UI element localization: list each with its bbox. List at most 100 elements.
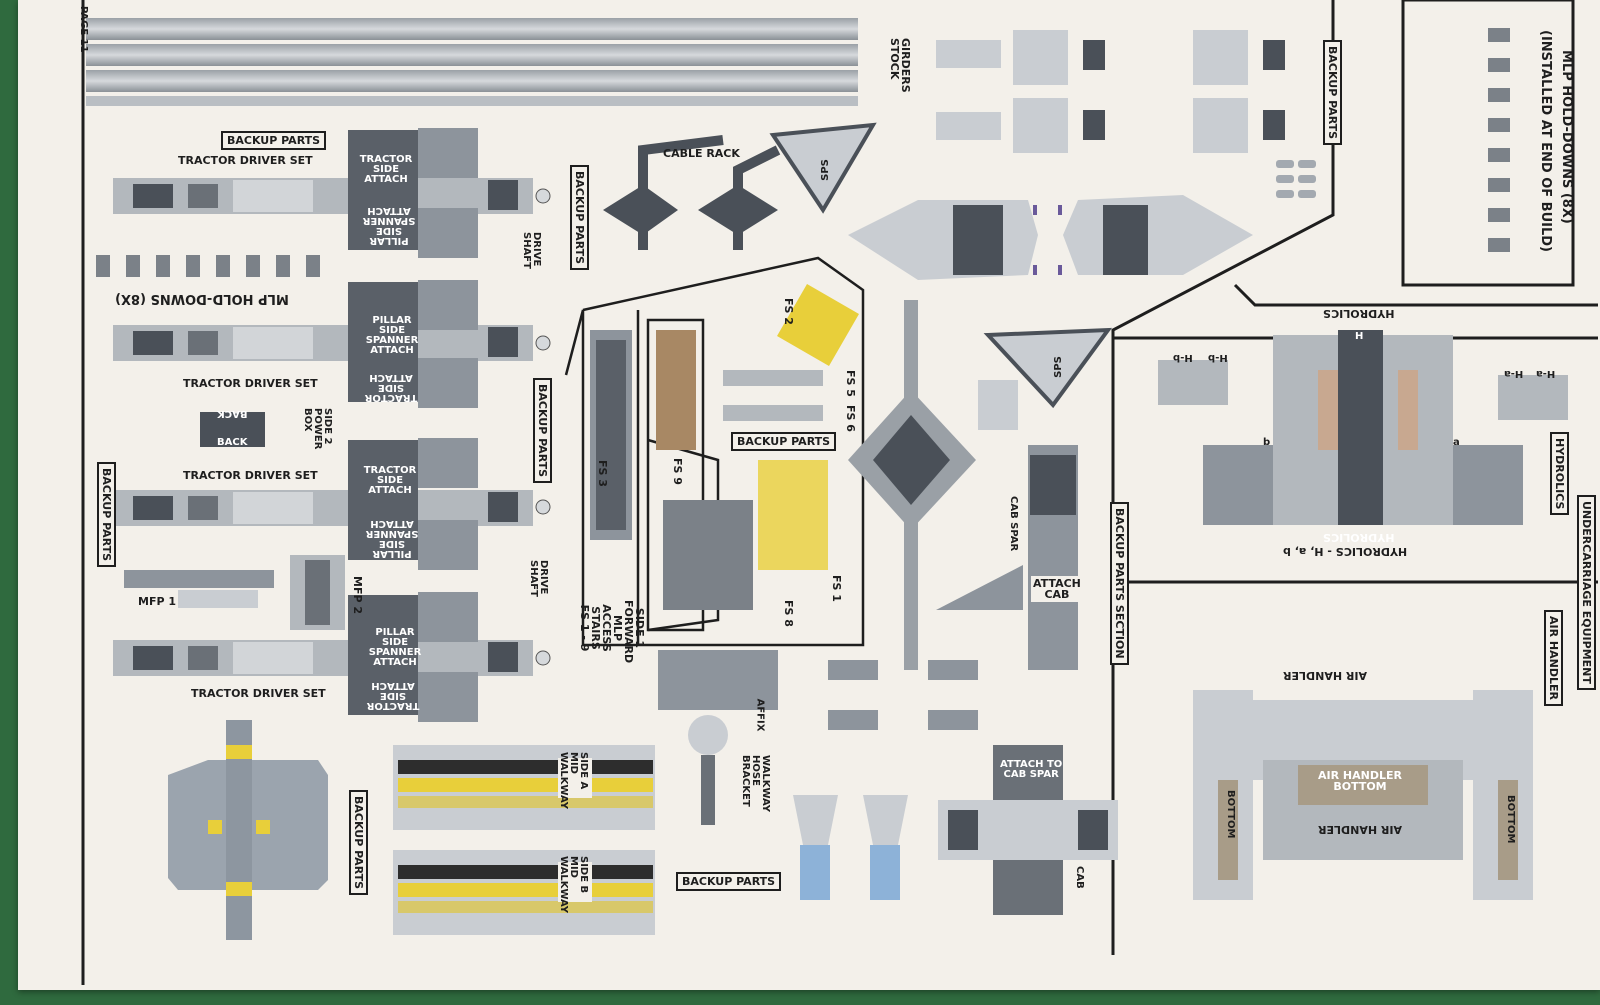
backup-parts-label-1: BACKUP PARTS <box>221 131 327 150</box>
fs5-label: FS 5 <box>844 370 857 397</box>
parts-sheet: PAGE 11 BACKUP PARTS TRACTOR DRIVER SET … <box>18 0 1600 990</box>
tractor-row-1 <box>113 128 551 258</box>
attach-cab-label: ATTACH CAB <box>1031 576 1083 602</box>
hydrolics-title-top: HYDROLICS <box>1323 307 1395 320</box>
hydrolics-ha-1: H-a <box>1504 368 1524 379</box>
power-box-back-1: BACK <box>217 408 248 419</box>
power-box-back-2: BACK <box>217 437 248 448</box>
tractor-side-attach-1: TRACTOR SIDE ATTACH <box>359 154 413 185</box>
tractor-side-attach-3: TRACTOR SIDE ATTACH <box>363 465 417 496</box>
tractor-driver-set-label-1: TRACTOR DRIVER SET <box>178 154 313 167</box>
air-handler-bottom-label: AIR HANDLER BOTTOM <box>1318 770 1402 792</box>
cab-label: CAB <box>1074 866 1085 889</box>
backup-parts-section-title: BACKUP PARTS SECTION <box>1110 502 1129 665</box>
bottom-label-right: BOTTOM <box>1505 795 1516 844</box>
cab-spar-art <box>936 380 1078 670</box>
cab-art <box>938 745 1118 915</box>
tractor-side-attach-4: TRACTOR SIDE ATTACH <box>366 680 420 711</box>
pillar-spanner-4: PILLAR SIDE SPANNER ATTACH <box>368 627 422 668</box>
bottom-label-left: BOTTOM <box>1225 790 1236 839</box>
stairs-title: SIDE 1 FORWARD MLP ACCESS STAIRS FS 1 - … <box>578 600 646 663</box>
tractor-driver-set-label-4: TRACTOR DRIVER SET <box>191 687 326 700</box>
tractor-driver-set-label-2: TRACTOR DRIVER SET <box>183 377 318 390</box>
air-handler-art <box>1193 690 1533 900</box>
pillar-spanner-2: PILLAR SIDE SPANNER ATTACH <box>365 315 419 356</box>
girders-stock-art <box>936 30 1285 153</box>
girder-rails <box>86 18 858 106</box>
sps-label-2: SPS <box>1052 356 1064 378</box>
backup-parts-label-8: BACKUP PARTS <box>1323 40 1342 146</box>
backup-parts-label-3: BACKUP PARTS <box>533 378 552 484</box>
air-handler-bottom-line2: BOTTOM <box>1333 780 1387 793</box>
air-handler-lower: AIR HANDLER <box>1318 823 1402 836</box>
backup-parts-label-4: BACKUP PARTS <box>97 462 116 568</box>
air-handler-top: AIR HANDLER <box>1283 669 1367 682</box>
power-box-label: SIDE 2 POWER BOX <box>302 408 333 450</box>
wing-art <box>848 195 1253 280</box>
hose-bracket-art <box>658 650 778 825</box>
pillar-spanner-1: PILLAR SIDE SPANNER ATTACH <box>362 205 416 246</box>
mfp-2-label: MFP 2 <box>351 576 364 615</box>
page-number: PAGE 11 <box>78 6 89 53</box>
walkway-art <box>393 745 655 935</box>
attach-cab-line1: ATTACH <box>1033 577 1081 590</box>
affix-label: AFFIX <box>754 698 766 732</box>
hydrolics-title-mid: HYDROLICS <box>1323 531 1395 544</box>
diamond-art <box>848 300 976 670</box>
hold-downs-title-1: MLP HOLD-DOWNS (8X) <box>1559 50 1574 224</box>
fs8-label: FS 8 <box>782 600 795 627</box>
tractor-row-3 <box>113 438 551 570</box>
attach-to-cab-spar-line2: CAB SPAR <box>1003 769 1059 780</box>
hold-downs-title-2: (INSTALLED AT END OF BUILD) <box>1538 30 1553 253</box>
tractor-sets <box>113 128 551 722</box>
fs6-label: FS 6 <box>844 405 857 432</box>
backup-parts-label-7: BACKUP PARTS <box>731 432 837 451</box>
backup-parts-label-6: BACKUP PARTS <box>676 872 782 891</box>
walkway-hose-bracket: WALKWAY HOSE BRACKET <box>740 755 771 813</box>
hydrolics-h: H <box>1355 331 1364 342</box>
drive-shaft-2: DRIVE SHAFT <box>528 560 549 597</box>
cable-rack-art <box>603 135 781 250</box>
mfp-1-label: MFP 1 <box>138 595 177 608</box>
walkway-side-a: SIDE A MID WALKWAY <box>558 752 589 810</box>
hydrolics-hb-1: H-b <box>1173 352 1193 363</box>
cable-rack-label: CABLE RACK <box>663 147 740 160</box>
sps-art <box>769 122 1113 409</box>
attach-to-cab-spar-label: ATTACH TO CAB SPAR <box>1000 760 1062 780</box>
tractor-driver-set-label-3: TRACTOR DRIVER SET <box>183 469 318 482</box>
hydrolics-title-side: HYDROLICS <box>1550 432 1569 516</box>
sps-label-1: SPS <box>819 159 831 181</box>
hold-downs-left-title: MLP HOLD-DOWNS (8X) <box>115 291 289 306</box>
stair-pieces <box>590 284 859 610</box>
stairs-title-line2: MLP ACCESS STAIRS <box>589 604 624 652</box>
backup-parts-label-2: BACKUP PARTS <box>570 165 589 271</box>
blue-parts <box>793 795 908 900</box>
hydrolics-sub: HYDROLICS - H, a, b <box>1283 545 1408 558</box>
power-box-art <box>200 412 265 447</box>
girders-stock-label: GIRDERS STOCK <box>888 38 912 93</box>
air-handler-title-side: AIR HANDLER <box>1544 610 1563 706</box>
tractor-row-2 <box>113 280 551 408</box>
stairs-title-line3: FS 1 - 9 <box>578 604 591 652</box>
fs1-label: FS 1 <box>830 575 843 602</box>
pellets <box>1276 160 1316 198</box>
hydrolics-a: a <box>1453 437 1460 448</box>
fs3-label: FS 3 <box>596 460 609 487</box>
hold-downs-left <box>96 255 320 277</box>
hydrolics-art <box>1158 330 1568 525</box>
undercarriage-title: UNDERCARRIAGE EQUIPMENT <box>1577 495 1596 690</box>
parts-artwork <box>81 0 1598 985</box>
backup-plate <box>168 720 328 940</box>
hold-downs-right <box>1488 28 1510 252</box>
hydrolics-ha-2: H-a <box>1536 368 1556 379</box>
drive-shaft-1: DRIVE SHAFT <box>521 232 542 269</box>
hydrolics-hb-2: H-b <box>1208 352 1228 363</box>
hydrolics-b: b <box>1263 437 1271 448</box>
mfp-parts <box>124 555 345 630</box>
air-handler-bottom-line1: AIR HANDLER <box>1318 769 1402 782</box>
walkway-side-b: SIDE B MID WALKWAY <box>558 856 589 914</box>
stairs-title-line1: SIDE 1 FORWARD <box>622 600 646 664</box>
attach-cab-line2: CAB <box>1044 588 1070 601</box>
attach-to-cab-spar-line1: ATTACH TO <box>1000 759 1063 770</box>
tractor-row-4 <box>113 592 551 722</box>
